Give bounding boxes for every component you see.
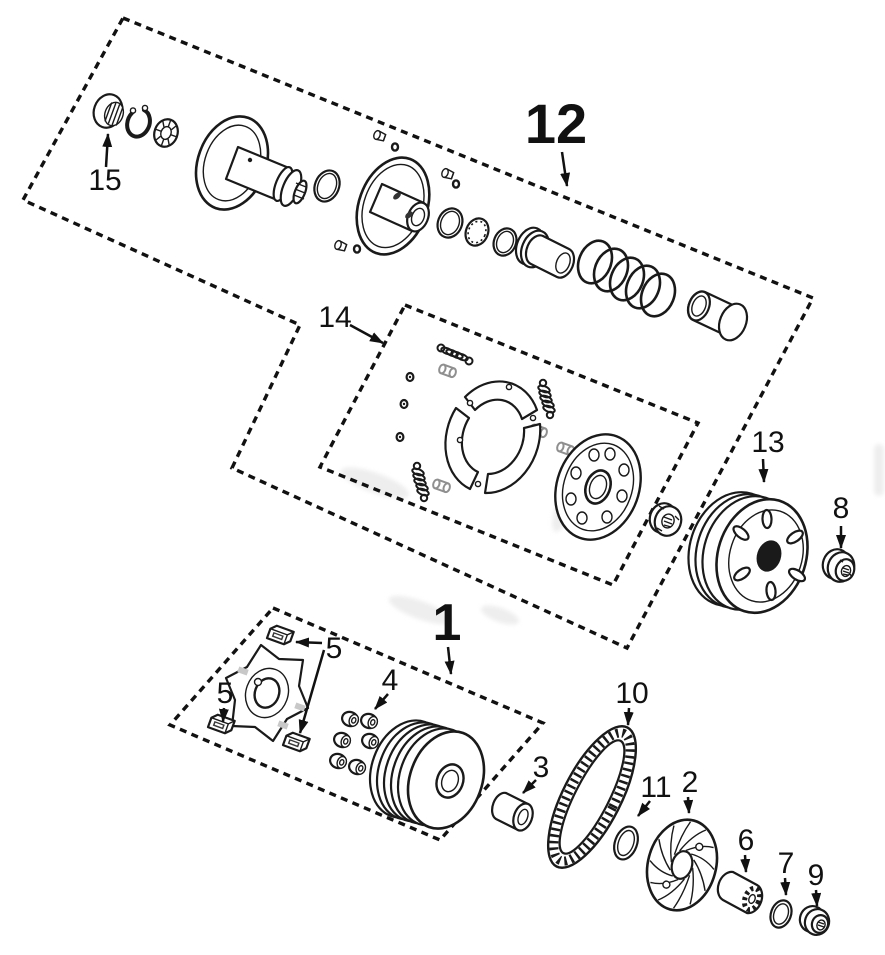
spacer-bushing [491, 791, 534, 832]
arrow-5-left [218, 707, 229, 723]
arrow-12 [560, 151, 571, 187]
arrow-10 [623, 707, 634, 726]
driven-pulley-outer-face [194, 115, 308, 211]
assembly-label-12: 12 [525, 92, 587, 155]
callouts: 12 1 15 14 13 8 5 5 4 10 3 11 2 6 7 9 [88, 92, 850, 907]
compression-spring [576, 239, 677, 318]
part-label-9: 9 [808, 859, 825, 892]
arrow-9 [811, 889, 822, 907]
part-label-5-right: 5 [326, 632, 343, 665]
arrow-11 [637, 800, 651, 817]
part-label-4: 4 [382, 664, 399, 697]
needle-bearing [92, 93, 125, 129]
part-label-8: 8 [833, 492, 850, 525]
arrow-2 [683, 796, 694, 814]
clutch-springs-side [411, 378, 556, 503]
assembly-box-12 [20, 15, 816, 651]
small-screw-set [334, 129, 461, 254]
arrow-15 [102, 133, 113, 168]
arrow-1 [444, 646, 455, 675]
arrow-5-upper [295, 637, 323, 648]
flange-nut-rear [821, 548, 856, 583]
bearing-washer [153, 118, 179, 148]
spring-seat-cup [514, 226, 576, 279]
part-label-15: 15 [88, 164, 121, 197]
arrow-3 [522, 779, 537, 794]
slider-guides [206, 624, 311, 753]
part-label-14: 14 [318, 301, 351, 334]
part-label-5-left: 5 [217, 677, 234, 710]
spring-cup [686, 290, 749, 342]
clutch-spring-top [436, 343, 474, 366]
small-ring-dots [395, 371, 415, 443]
part-label-13: 13 [751, 426, 784, 459]
part-label-3: 3 [533, 751, 550, 784]
arrow-14 [349, 323, 384, 345]
seal-ring-set [436, 207, 518, 257]
drive-pulley-half [368, 719, 486, 830]
part-label-11: 11 [640, 771, 671, 804]
assembly-box-14 [317, 302, 701, 588]
arrow-5-lower [298, 649, 326, 734]
part-label-2: 2 [682, 766, 699, 799]
part-label-10: 10 [615, 677, 648, 710]
part-label-7: 7 [778, 847, 795, 880]
lock-washer [769, 899, 793, 929]
clutch-shoes [444, 380, 542, 495]
driven-pulley-movable-face [355, 156, 431, 256]
arrow-4 [374, 693, 389, 710]
hex-nut-rear [648, 502, 683, 537]
arrow-7 [780, 877, 791, 896]
arrow-13 [758, 458, 769, 483]
part-label-6: 6 [738, 824, 755, 857]
arrow-6 [740, 854, 751, 873]
circlip [125, 104, 152, 139]
clutch-bell [687, 491, 809, 615]
flange-nut-front [798, 905, 831, 936]
clutch-drive-plate [554, 433, 642, 541]
assembly-label-1: 1 [433, 594, 462, 652]
drive-face-fan [645, 818, 719, 912]
starter-ratchet [716, 870, 764, 915]
oring-seal [313, 169, 341, 203]
roller-weights [329, 710, 380, 776]
washer-ring [613, 825, 639, 861]
drive-belt [546, 725, 638, 869]
ramp-plate [224, 643, 310, 743]
